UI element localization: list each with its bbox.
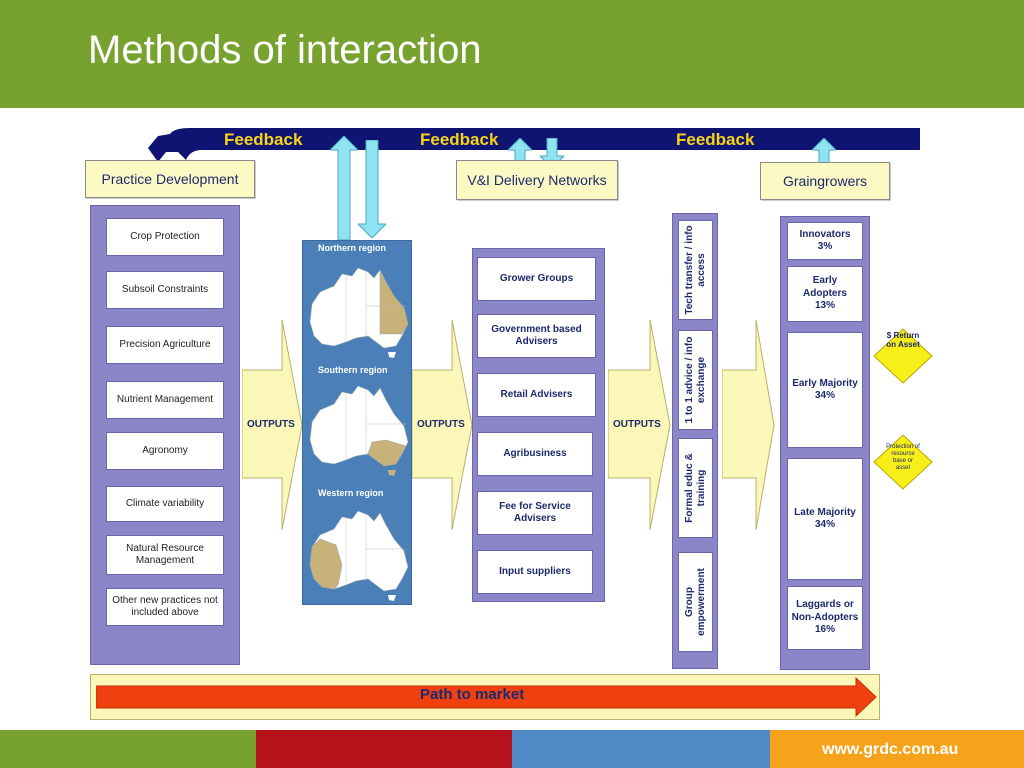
region-label-northern: Northern region	[318, 243, 387, 253]
practice-item: Agronomy	[106, 432, 224, 470]
outputs-arrow-2	[412, 320, 473, 530]
adopter-name: Early Adopters	[803, 275, 847, 299]
adopter-name: Late Majority	[794, 506, 856, 518]
up-arrow-icon	[812, 138, 836, 166]
method-label: Tech transfer / info access	[683, 225, 707, 315]
return-diamond-label: $ Return on Asset	[886, 331, 920, 349]
network-item: Grower Groups	[477, 257, 596, 301]
footer-segment-blue	[512, 730, 770, 768]
australia-map-southern	[309, 385, 409, 476]
practice-item: Precision Agriculture	[106, 326, 224, 364]
adopter-item: Laggards or Non-Adopters 16%	[787, 586, 863, 650]
method-label: Group empowerment	[683, 568, 707, 636]
outputs-arrow-3	[608, 320, 671, 530]
practice-development-header: Practice Development	[85, 160, 255, 198]
protection-diamond-label: Protection of resource base or asset	[886, 444, 920, 471]
footer-url[interactable]: www.grdc.com.au	[822, 741, 959, 758]
method-item: Formal educ & training	[678, 438, 713, 538]
australia-map-western	[309, 510, 409, 601]
network-item: Fee for Service Advisers	[477, 491, 593, 535]
path-to-market-arrow	[96, 676, 877, 718]
feedback-arrow	[148, 128, 920, 162]
adopter-item: Innovators 3%	[787, 222, 863, 260]
outputs-label-1: OUTPUTS	[247, 419, 295, 430]
method-label: Formal educ & training	[683, 453, 707, 523]
practice-item: Nutrient Management	[106, 381, 224, 419]
adopter-name: Early Majority	[792, 377, 858, 389]
method-item: 1 to 1 advice / info exchange	[678, 330, 713, 430]
adopter-pct: 3%	[817, 241, 833, 252]
footer-segment-red	[256, 730, 512, 768]
protection-diamond-icon	[873, 434, 933, 490]
adopter-pct: 34%	[814, 390, 835, 401]
region-label-southern: Southern region	[318, 365, 388, 375]
adopter-name: Innovators	[799, 228, 851, 240]
practice-item: Crop Protection	[106, 218, 224, 256]
adopter-pct: 34%	[814, 519, 835, 530]
feedback-label-3: Feedback	[676, 130, 755, 149]
return-diamond-icon	[873, 328, 933, 384]
up-arrow-icon	[330, 136, 358, 240]
footer-segment-orange	[770, 730, 1024, 768]
network-item: Input suppliers	[477, 550, 593, 594]
adopter-name: Laggards or Non-Adopters	[791, 599, 859, 623]
outputs-label-3: OUTPUTS	[613, 419, 661, 430]
outputs-arrow-4	[722, 320, 775, 530]
graingrowers-header: Graingrowers	[760, 162, 890, 200]
network-item: Agribusiness	[477, 432, 593, 476]
footer-segment-green	[0, 730, 256, 768]
australia-map-northern	[309, 267, 409, 358]
adopter-item: Early Majority 34%	[787, 332, 863, 448]
practice-item: Climate variability	[106, 486, 224, 522]
adopter-pct: 13%	[814, 300, 835, 312]
region-label-western: Western region	[318, 488, 384, 498]
adopter-item: Early Adopters 13%	[787, 266, 863, 322]
method-label: 1 to 1 advice / info exchange	[683, 336, 707, 424]
feedback-label-1: Feedback	[224, 130, 303, 149]
method-item: Group empowerment	[678, 552, 713, 652]
feedback-label-2: Feedback	[420, 130, 499, 149]
adopter-pct: 16%	[814, 624, 835, 636]
practice-item: Natural Resource Management	[106, 535, 224, 575]
practice-item: Subsoil Constraints	[106, 271, 224, 309]
title-bar	[0, 0, 1024, 108]
outputs-label-2: OUTPUTS	[417, 419, 465, 430]
networks-panel	[472, 248, 605, 602]
delivery-networks-header: V&I Delivery Networks	[456, 160, 618, 200]
outputs-arrow-1	[242, 320, 303, 530]
page-title: Methods of interaction	[88, 28, 482, 72]
network-item: Government based Advisers	[477, 314, 596, 358]
practice-item: Other new practices not included above	[106, 588, 224, 626]
down-arrow-icon	[358, 140, 386, 238]
adopter-item: Late Majority 34%	[787, 458, 863, 580]
method-item: Tech transfer / info access	[678, 220, 713, 320]
network-item: Retail Advisers	[477, 373, 596, 417]
up-arrow-icon	[508, 138, 532, 172]
path-to-market-label: Path to market	[420, 686, 525, 703]
